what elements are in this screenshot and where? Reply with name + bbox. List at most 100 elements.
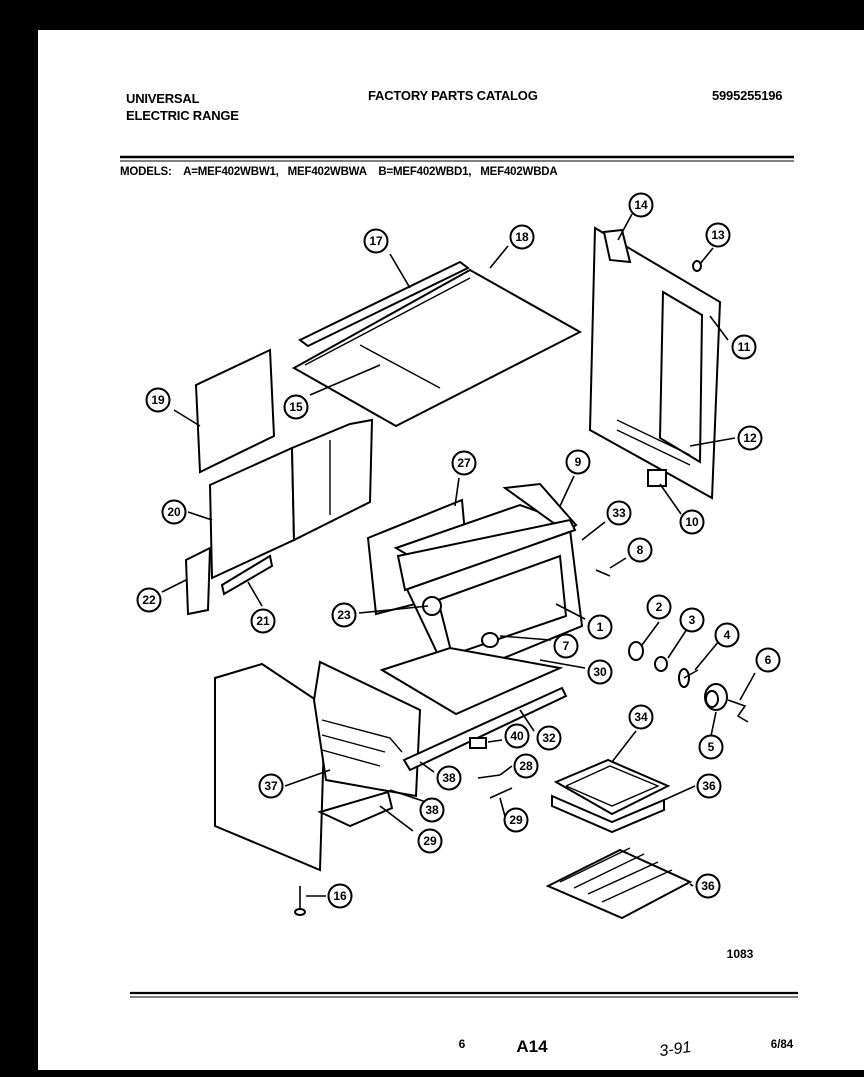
part-30-oven-bottom [379, 646, 564, 716]
callout-17: 17 [363, 228, 389, 254]
svg-text:36: 36 [702, 779, 716, 793]
callout-33: 34 [628, 704, 654, 730]
svg-text:28: 28 [519, 759, 533, 773]
svg-text:9: 9 [575, 455, 582, 469]
part-10-terminal-block [647, 469, 667, 487]
models-line: MODELS: A=MEF402WBW1, MEF402WBWA B=MEF40… [120, 166, 558, 178]
part-8-screw [595, 569, 611, 577]
callout-12: 12 [737, 425, 763, 451]
page-number: 6 [459, 1037, 466, 1051]
part-20-side-panel [208, 418, 374, 580]
callout-8: 8 [627, 537, 653, 563]
svg-text:3: 3 [689, 613, 696, 627]
callout-21: 21 [250, 608, 276, 634]
part-6-spring [727, 699, 749, 723]
part-17-top-rail [298, 260, 470, 348]
callout-11: 11 [731, 334, 757, 360]
part-7-light [481, 632, 499, 648]
svg-text:40: 40 [510, 729, 524, 743]
callout-22: 22 [136, 587, 162, 613]
part-29-screw [489, 787, 513, 799]
callout-14: 14 [628, 192, 654, 218]
svg-text:20: 20 [167, 505, 181, 519]
callout-6: 6 [755, 647, 781, 673]
svg-text:38: 38 [425, 803, 439, 817]
callout-20: 20 [161, 499, 187, 525]
svg-text:14: 14 [634, 198, 648, 212]
callout-5: 5 [698, 734, 724, 760]
callout-29-lower: 29 [503, 807, 529, 833]
svg-text:32: 32 [542, 731, 556, 745]
svg-text:7: 7 [563, 639, 570, 653]
svg-text:36: 36 [701, 879, 715, 893]
callout-16: 16 [327, 883, 353, 909]
part-40-latch [469, 737, 487, 749]
svg-text:17: 17 [369, 234, 383, 248]
part-19-side-panel [194, 348, 276, 474]
brand-line-2: ELECTRIC RANGE [126, 108, 239, 123]
svg-text:21: 21 [256, 614, 270, 628]
catalog-number: 5995255196 [712, 88, 783, 103]
svg-text:10: 10 [685, 515, 699, 529]
callout-36: 36 [695, 873, 721, 899]
svg-text:23: 23 [337, 608, 351, 622]
callout-7: 7 [553, 633, 579, 659]
callout-28: 28 [513, 753, 539, 779]
callout-10: 10 [679, 509, 705, 535]
callout-2: 2 [646, 594, 672, 620]
catalog-title: FACTORY PARTS CATALOG [368, 88, 538, 103]
part-3-knob-nut [654, 656, 668, 672]
brand-line-1: UNIVERSAL [126, 91, 200, 106]
callout-15: 15 [283, 394, 309, 420]
callout-32: 33 [606, 500, 632, 526]
part-11-back-panel [588, 226, 722, 500]
svg-text:16: 16 [333, 889, 347, 903]
callout-4: 4 [714, 622, 740, 648]
part-13-clip [692, 260, 702, 272]
svg-text:37: 37 [264, 779, 278, 793]
callout-34: 36 [696, 773, 722, 799]
part-9-strip [502, 482, 578, 534]
part-2-knob-ring [628, 641, 644, 661]
part-34-broiler-tray [551, 794, 665, 834]
svg-text:27: 27 [457, 456, 471, 470]
part-4-knob [678, 668, 699, 688]
callout-23: 23 [331, 602, 357, 628]
callout-1: 1 [587, 614, 613, 640]
print-date: 6/84 [771, 1039, 794, 1051]
part-33-broiler-pan [553, 758, 671, 816]
part-5-knob [704, 683, 728, 711]
callout-31: 32 [536, 725, 562, 751]
part-1-oven-frame [396, 518, 584, 682]
part-18-top-panel [291, 268, 583, 428]
svg-text:6: 6 [765, 653, 772, 667]
svg-text:22: 22 [142, 593, 156, 607]
svg-text:18: 18 [515, 230, 529, 244]
diagram-code: 1083 [727, 947, 754, 961]
svg-text:30: 30 [593, 665, 607, 679]
svg-text:8: 8 [637, 543, 644, 557]
callout-18: 18 [509, 224, 535, 250]
part-36-oven-rack [545, 847, 693, 920]
svg-text:38: 38 [442, 771, 456, 785]
svg-text:5: 5 [708, 740, 715, 754]
part-22-bracket [184, 546, 212, 616]
callout-9: 9 [565, 449, 591, 475]
svg-text:19: 19 [151, 393, 165, 407]
part-16-leveling-leg [294, 886, 306, 916]
callout-19: 19 [145, 387, 171, 413]
callout-40: 40 [504, 723, 530, 749]
svg-text:33: 33 [612, 506, 626, 520]
callout-30: 30 [587, 659, 613, 685]
section-code: A14 [516, 1037, 548, 1056]
part-31-door-trim [402, 686, 568, 772]
callout-3: 3 [679, 607, 705, 633]
svg-text:2: 2 [656, 600, 663, 614]
leader-lines [161, 213, 756, 897]
callout-38-lower: 38 [419, 797, 445, 823]
svg-text:29: 29 [509, 813, 523, 827]
part-21-bracket [220, 554, 274, 596]
svg-text:34: 34 [634, 710, 648, 724]
callout-13: 13 [705, 222, 731, 248]
